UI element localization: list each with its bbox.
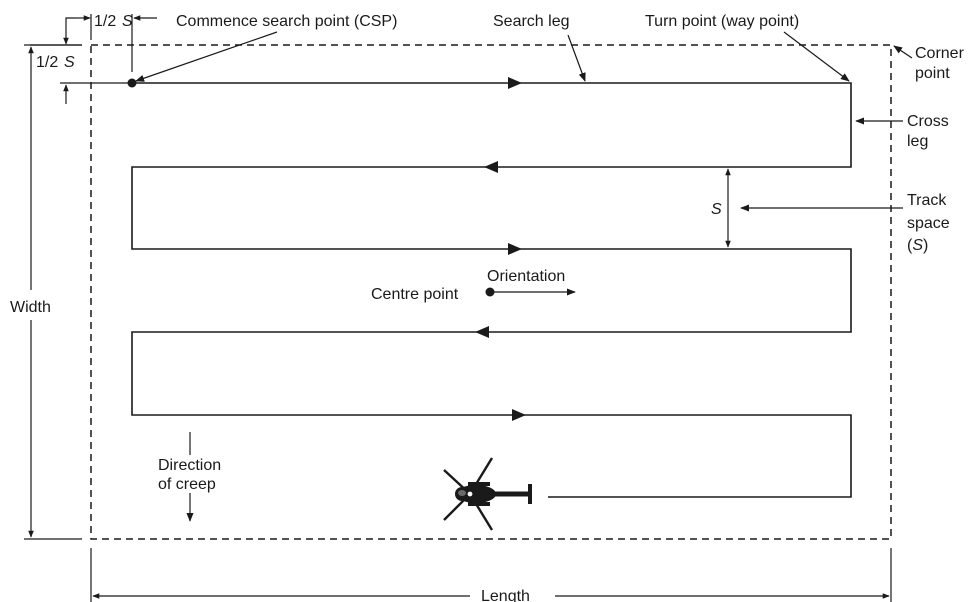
turn-point-pointer: [783, 31, 850, 82]
helicopter-icon: [443, 457, 532, 531]
leg-direction-arrow: [508, 77, 522, 89]
creep-label-line2: of creep: [158, 476, 216, 493]
turn-point-label: Turn point (way point): [645, 13, 799, 30]
track-space-s: S: [912, 237, 923, 254]
search-track: [131, 82, 852, 498]
search-leg-pointer: [567, 34, 586, 82]
corner-point-pointer: [893, 45, 913, 59]
csp-label: Commence search point (CSP): [176, 13, 397, 30]
leg-direction-arrow: [475, 326, 489, 338]
corner-label-line2: point: [915, 65, 950, 82]
half-s-left-s: S: [64, 54, 75, 71]
corner-label-line1: Corner: [915, 45, 965, 62]
length-label: Length: [481, 588, 530, 602]
track-space-label-line2: space: [907, 215, 950, 232]
half-s-top-bracket: [65, 17, 76, 38]
track-space-label-line1: Track: [907, 192, 947, 209]
cross-leg-label-line1: Cross: [907, 113, 949, 130]
half-s-top-label: 1/2: [94, 13, 116, 30]
search-area-boundary: [90, 44, 892, 540]
track-space-s-mark: S: [711, 201, 722, 218]
creep-label-line1: Direction: [158, 457, 221, 474]
width-label: Width: [10, 299, 51, 316]
cross-leg-label-line2: leg: [907, 133, 928, 150]
track-space-label-line3: (S): [907, 237, 928, 254]
csp-dot: [127, 78, 137, 88]
csp-pointer: [135, 31, 278, 82]
track-space-paren-open: (: [907, 237, 913, 254]
creep-label-backdrop: [156, 455, 236, 493]
leg-direction-arrow: [512, 409, 526, 421]
centre-point-dot: [485, 287, 495, 297]
half-s-left-label: 1/2: [36, 54, 58, 71]
leg-direction-arrow: [508, 243, 522, 255]
track-space-paren-close: ): [923, 237, 928, 254]
orientation-label: Orientation: [487, 268, 565, 285]
centre-point-label: Centre point: [371, 286, 459, 303]
half-s-top-s: S: [122, 13, 133, 30]
search-leg-label: Search leg: [493, 13, 570, 30]
leg-direction-arrow: [484, 161, 498, 173]
